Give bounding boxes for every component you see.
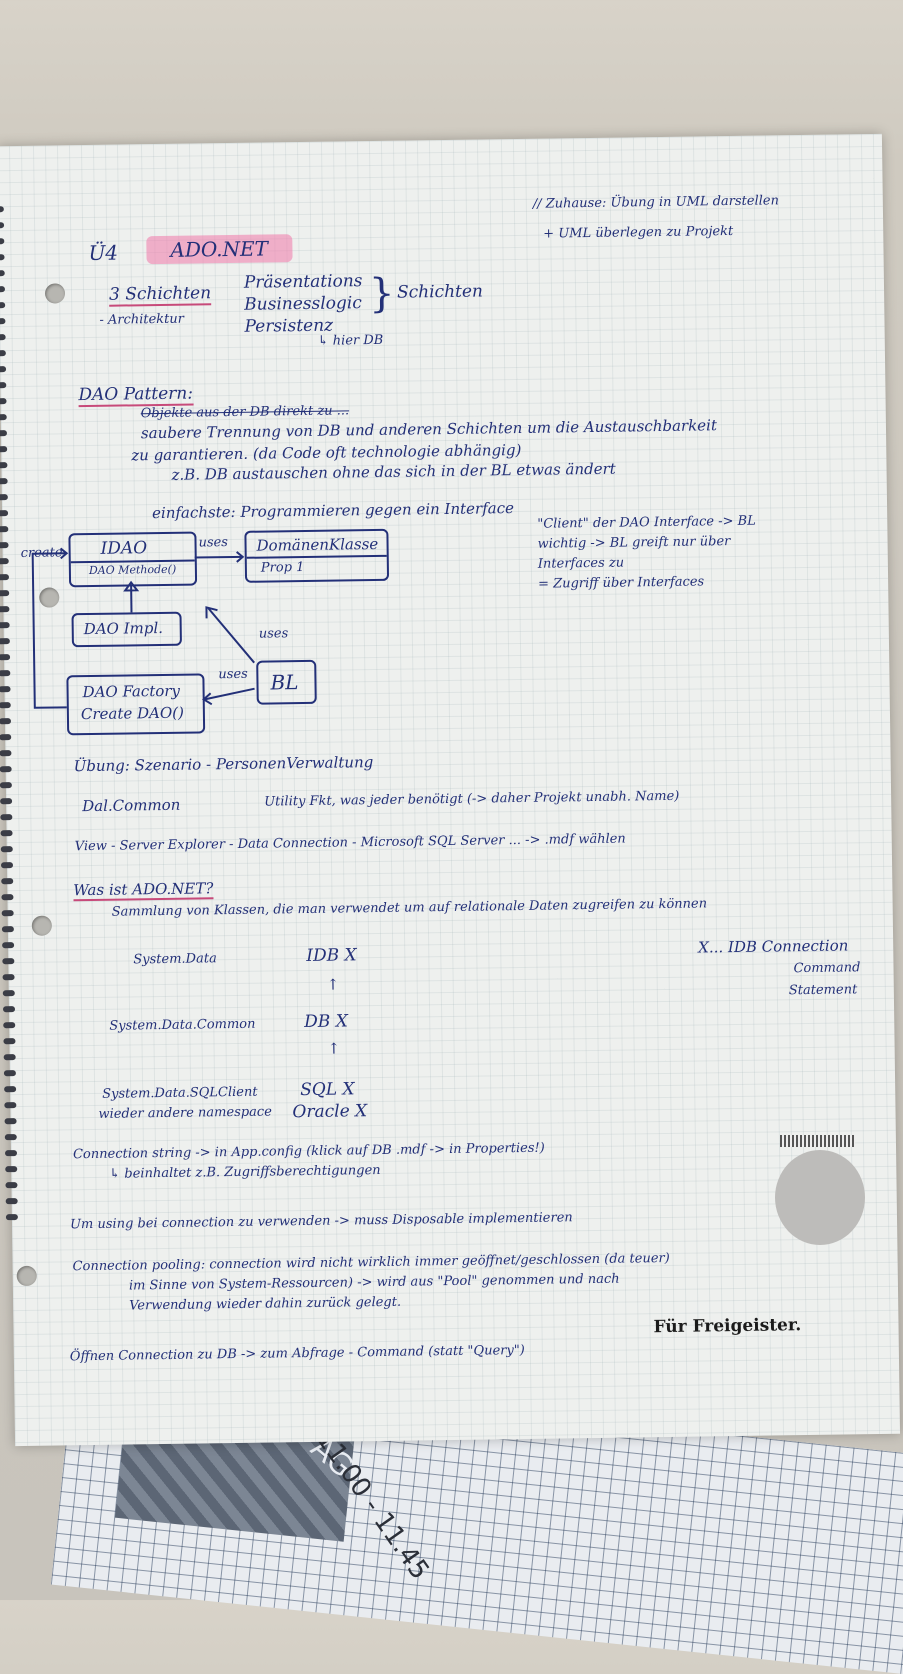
note-open-connection: Öffnen Connection zu DB -> zum Abfrage -…	[69, 1342, 525, 1365]
layers-sublabel: - Architektur	[99, 311, 185, 328]
dao-simplest: einfachste: Programmieren gegen ein Inte…	[151, 499, 515, 523]
notebook-page: Ü4 ADO.NET // Zuhause: Übung in UML dars…	[0, 133, 901, 1447]
punch-hole	[16, 1265, 37, 1287]
x-note: Statement	[788, 982, 858, 999]
diagram-arrows	[31, 547, 255, 709]
type-name: Oracle X	[292, 1101, 368, 1123]
brace-label: Schichten	[396, 281, 484, 303]
layer-item: Präsentations	[243, 271, 363, 293]
lesson-prefix: Ü4	[88, 240, 119, 265]
type-name: DB X	[304, 1011, 349, 1033]
exercise-line-1: Übung: Szenario - PersonenVerwaltung	[73, 753, 374, 776]
top-note-1: // Zuhause: Übung in UML darstellen	[532, 193, 780, 212]
sticker-blob	[775, 1150, 865, 1245]
x-note: X... IDB Connection	[698, 936, 849, 957]
client-note-4: = Zugriff über Interfaces	[538, 574, 705, 592]
struck-line: Objekte aus der DB direkt zu ...	[140, 403, 350, 422]
note-pooling-2: im Sinne von System-Ressourcen) -> wird …	[128, 1271, 620, 1294]
ado-definition: Sammlung von Klassen, die man verwendet …	[111, 896, 708, 920]
exercise-dal: Dal.Common	[82, 795, 181, 816]
type-name: SQL X	[300, 1079, 355, 1101]
namespace: System.Data	[133, 951, 217, 968]
note-connection-string-sub: ↳ beinhaltet z.B. Zugriffsberechtigungen	[109, 1162, 381, 1182]
namespace: System.Data.Common	[109, 1016, 256, 1034]
arrow-up: ↑	[326, 975, 340, 994]
brace: }	[368, 270, 395, 318]
client-note-2: wichtig -> BL greift nur über	[537, 534, 731, 552]
page-title: ADO.NET	[146, 234, 293, 265]
namespace: wieder andere namespace	[98, 1104, 272, 1122]
exercise-dal-note: Utility Fkt, was jeder benötigt (-> dahe…	[264, 788, 680, 810]
namespace: System.Data.SQLClient	[102, 1084, 258, 1102]
dao-line-1: saubere Trennung von DB und anderen Schi…	[140, 416, 718, 443]
layer-item: Businesslogic	[244, 293, 362, 315]
dao-heading: DAO Pattern:	[78, 383, 194, 408]
ado-heading: Was ist ADO.NET?	[73, 879, 214, 902]
exercise-line-3: View - Server Explorer - Data Connection…	[74, 831, 626, 855]
note-using: Um using bei connection zu verwenden -> …	[69, 1210, 573, 1233]
db-arrow-note: ↳ hier DB	[317, 332, 384, 349]
note-connection-string: Connection string -> in App.config (klic…	[72, 1140, 545, 1163]
type-name: IDB X	[306, 945, 357, 967]
top-note-2: + UML überlegen zu Projekt	[543, 223, 734, 242]
arrow-up: ↑	[327, 1039, 341, 1058]
dao-line-3: z.B. DB austauschen ohne das sich in der…	[171, 459, 616, 484]
notebook-brand: Für Freigeister.	[653, 1315, 802, 1338]
client-note-3: Interfaces zu	[537, 555, 625, 572]
barcode-sticker	[780, 1135, 855, 1147]
client-note-1: "Client" der DAO Interface -> BL	[537, 513, 756, 532]
note-pooling-3: Verwendung wieder dahin zurück gelegt.	[129, 1294, 402, 1314]
layers-label: 3 Schichten	[108, 283, 212, 307]
punch-hole	[44, 283, 66, 304]
punch-hole	[31, 915, 52, 936]
note-pooling: Connection pooling: connection wird nich…	[72, 1250, 670, 1275]
x-note: Command	[793, 960, 861, 977]
